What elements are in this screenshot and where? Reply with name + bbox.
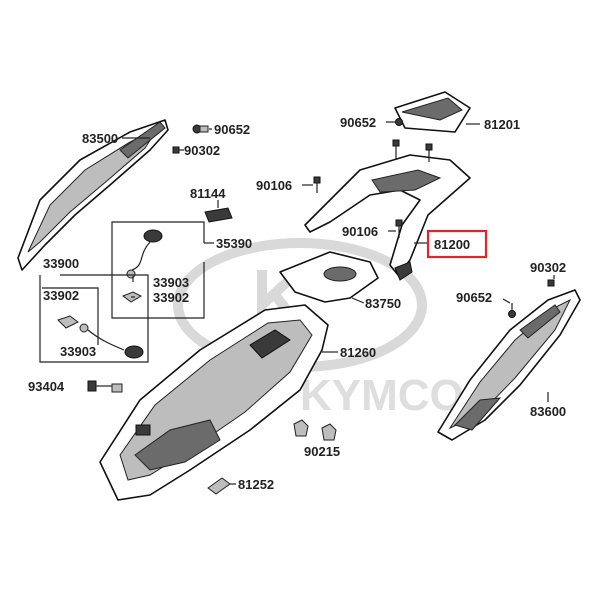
label-90302-top[interactable]: 90302 [184,143,220,158]
label-81260[interactable]: 81260 [340,345,376,360]
label-81201[interactable]: 81201 [484,117,520,132]
label-83500[interactable]: 83500 [82,131,118,146]
label-90215[interactable]: 90215 [304,444,340,459]
part-labels: 83500 90652 90302 81144 35390 33903 3390… [28,115,566,492]
leader-lines [96,121,555,485]
nut-90215[interactable] [293,419,337,441]
watermark-text: KYMCO [300,371,464,420]
socket-kit-box-35390 [111,221,205,319]
label-83750[interactable]: 83750 [365,296,401,311]
bracket-81144[interactable] [204,207,233,223]
tail-cover-83750[interactable] [279,251,379,303]
label-33902-a[interactable]: 33902 [153,290,189,305]
label-90652-rack[interactable]: 90652 [340,115,376,130]
label-90106-upper[interactable]: 90106 [256,178,292,193]
label-90652-right[interactable]: 90652 [456,290,492,305]
clip-90302-top[interactable] [172,146,184,154]
screw-90652-top[interactable] [192,124,209,134]
label-33900[interactable]: 33900 [43,256,79,271]
bolt-90106-upper[interactable] [313,139,433,193]
screw-90652-rack[interactable] [395,118,403,126]
label-90652-top[interactable]: 90652 [214,122,250,137]
label-81252[interactable]: 81252 [238,477,274,492]
label-81200[interactable]: 81200 [434,237,470,252]
rear-grab-rail-81200[interactable] [304,154,471,281]
label-83600[interactable]: 83600 [530,404,566,419]
clip-90302-right[interactable] [547,279,555,287]
label-33902-b[interactable]: 33902 [43,288,79,303]
bolt-90106-lower[interactable] [395,219,403,238]
label-35390[interactable]: 35390 [216,236,252,251]
kit-box-33900 [39,274,149,363]
label-90106-lower[interactable]: 90106 [342,224,378,239]
label-33903-a[interactable]: 33903 [153,275,189,290]
rear-rack-81201[interactable] [394,91,471,133]
helmet-box-81260[interactable] [99,304,329,501]
highlight-box-81200 [426,229,488,259]
left-side-cover-83500[interactable] [17,119,169,271]
label-93404[interactable]: 93404 [28,379,65,394]
label-81144[interactable]: 81144 [190,186,226,201]
label-33903-b[interactable]: 33903 [60,344,96,359]
clip-81252[interactable] [207,477,231,495]
label-90302-right[interactable]: 90302 [530,260,566,275]
screw-90652-right[interactable] [508,303,516,318]
right-side-cover-83600[interactable] [437,289,581,441]
